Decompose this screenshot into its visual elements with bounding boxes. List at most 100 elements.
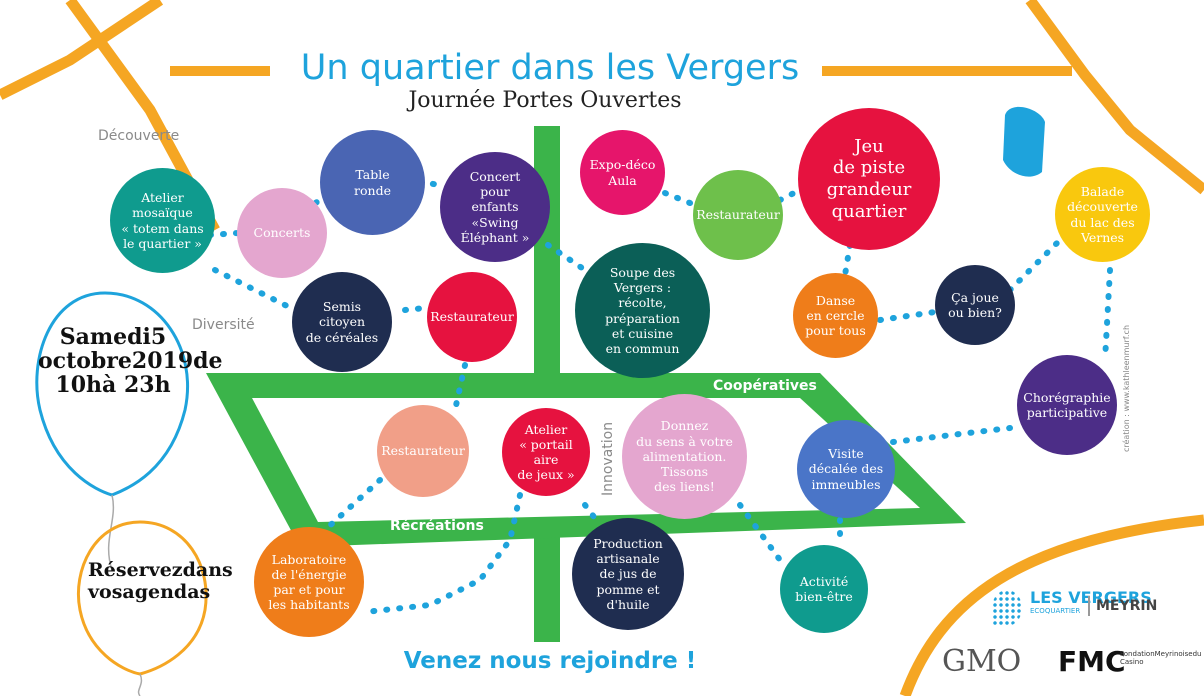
poster-subtitle: Journée Portes Ouvertes — [408, 88, 682, 113]
text-line: mosaïque — [132, 205, 193, 221]
text-line: Concert — [469, 168, 521, 184]
text-line: par et pour — [273, 582, 345, 597]
label-recreations: Récréations — [390, 518, 484, 534]
label-diversite: Diversité — [192, 317, 255, 333]
text-line: Balade — [1080, 184, 1125, 199]
text-line: Vernes — [1080, 229, 1125, 245]
credit-text: création : www.kathleenmurf.ch — [1122, 324, 1131, 452]
bubble-concerts: Concerts — [237, 188, 327, 278]
text-line: en cercle — [806, 307, 865, 323]
text-line: découverte — [1067, 199, 1138, 215]
text-line: Aula — [608, 172, 637, 188]
text-line: Concerts — [253, 225, 311, 241]
label-innovation: Innovation — [600, 421, 616, 496]
text-line: «Swing — [471, 214, 519, 230]
text-line: Restaurateur — [430, 309, 514, 325]
text-line: Semis — [322, 299, 362, 315]
text-line: et cuisine — [611, 325, 674, 341]
bubble-restaurateur-left: Restaurateur — [427, 272, 517, 362]
label-cooperatives: Coopératives — [713, 378, 817, 394]
label-arberes: Arbères — [518, 293, 534, 355]
text-line: du lac des — [1070, 214, 1135, 230]
logo-ecoquartier: ECOQUARTIER — [1030, 607, 1081, 615]
reserve-text: Réservezdans vosagendas — [88, 559, 233, 604]
logo-divider — [1088, 596, 1090, 616]
text-line: Activité — [799, 573, 849, 589]
text-line: Expo-déco — [589, 157, 656, 173]
text-line: bien-être — [795, 589, 853, 604]
text-line: de 10h — [55, 348, 223, 399]
text-line: Meyrinoise — [1154, 650, 1193, 658]
text-line: ronde — [354, 182, 391, 198]
text-line: Fondation — [1120, 650, 1155, 658]
text-line: Laboratoire — [271, 551, 347, 567]
text-line: de jeux » — [517, 467, 575, 483]
text-line: « portail aire — [519, 436, 573, 467]
bubble-restaurateur-bottom: Restaurateur — [377, 405, 469, 497]
text-line: « totem dans — [121, 220, 204, 236]
text-line: pour tous — [805, 323, 866, 339]
text-line: ou bien? — [948, 305, 1002, 320]
text-line: agendas — [122, 580, 211, 603]
logo-gmo: GMO — [942, 644, 1022, 679]
text-line: immeubles — [811, 476, 881, 492]
text-line: de l'énergie — [271, 566, 347, 582]
text-line: du Casino — [1120, 650, 1202, 667]
text-line: 2019 — [131, 348, 194, 375]
text-line: préparation — [605, 310, 680, 326]
text-line: Chorégraphie — [1023, 389, 1111, 405]
text-line: Réservez — [88, 559, 183, 581]
leaf-icon — [992, 590, 1022, 626]
text-line: Jeu — [854, 135, 884, 157]
bubble-text: Restaurateur — [696, 207, 780, 222]
text-line: récolte, — [618, 295, 667, 311]
text-line: Tissons — [660, 464, 709, 480]
logo-fmc-subtitle: FondationMeyrinoisedu Casino — [1120, 650, 1201, 666]
text-line: artisanale — [596, 551, 660, 567]
text-line: Danse — [815, 292, 856, 308]
text-line: Restaurateur — [381, 443, 465, 459]
text-line: de piste — [832, 157, 906, 179]
logo-les-vergers: LES VERGERS ECOQUARTIER — [992, 590, 1152, 626]
text-line: des liens! — [654, 479, 715, 495]
bubble-text: Restaurateur — [430, 309, 514, 324]
text-line: en commun — [605, 341, 680, 356]
text-line: décalée des — [808, 461, 884, 477]
text-line: Table — [355, 167, 390, 183]
text-line: grandeur — [826, 179, 912, 200]
text-line: du sens à votre — [636, 433, 733, 449]
text-line: dans vos — [88, 559, 233, 603]
text-line: Donnez — [660, 418, 709, 434]
text-line: le quartier » — [123, 235, 202, 251]
label-decouverte: Découverte — [98, 128, 180, 144]
text-line: pomme et — [596, 581, 660, 597]
